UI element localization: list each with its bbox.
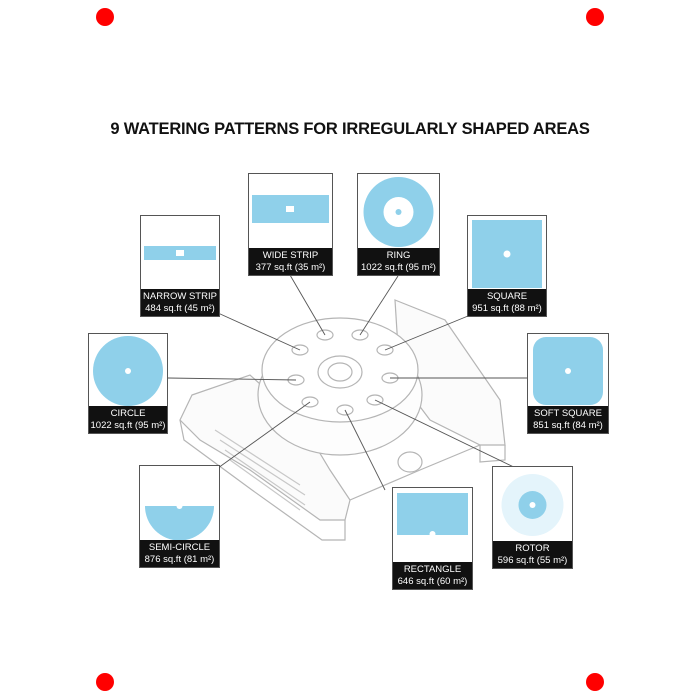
leader-rectangle [344,409,386,491]
leader-wide-strip [289,274,326,336]
pattern-name: SQUARE [486,291,528,302]
pattern-name: RECTANGLE [403,564,462,575]
leader-semi-circle [217,401,311,469]
leader-ring [359,275,399,336]
pattern-area: 1022 sq.ft (95 m²) [90,420,166,431]
corner-marker-bottom-right [586,673,604,691]
soft-square-pattern-icon [533,337,603,405]
pattern-card-circle: CIRCLE 1022 sq.ft (95 m²) [88,333,168,434]
wide-strip-pattern-icon [252,195,329,223]
leader-narrow-strip [217,312,301,351]
pattern-name: RING [386,250,411,261]
pattern-area: 484 sq.ft (45 m²) [145,303,215,314]
circle-pattern-icon [93,336,163,406]
pattern-name: SEMI-CIRCLE [148,542,211,553]
rotor-pattern-icon [501,474,564,536]
pattern-area: 851 sq.ft (84 m²) [533,420,603,431]
corner-marker-bottom-left [96,673,114,691]
leader-rotor [374,399,521,471]
pattern-caption: SOFT SQUARE 851 sq.ft (84 m²) [528,406,608,433]
pattern-caption: RECTANGLE 646 sq.ft (60 m²) [393,562,472,589]
pattern-caption: SEMI-CIRCLE 876 sq.ft (81 m²) [140,540,219,567]
pattern-area: 876 sq.ft (81 m²) [144,554,215,565]
leader-square [384,315,469,351]
pattern-caption: NARROW STRIP 484 sq.ft (45 m²) [141,289,219,316]
corner-marker-top-left [96,8,114,26]
pattern-name: WIDE STRIP [262,250,319,261]
square-pattern-icon [472,220,542,288]
pattern-card-square: SQUARE 951 sq.ft (88 m²) [467,215,547,317]
pattern-area: 646 sq.ft (60 m²) [397,576,468,587]
pattern-card-rotor: ROTOR 596 sq.ft (55 m²) [492,466,573,569]
semi-circle-pattern-icon [145,503,214,541]
pattern-card-wide-strip: WIDE STRIP 377 sq.ft (35 m²) [248,173,333,276]
pattern-card-ring: RING 1022 sq.ft (95 m²) [357,173,440,276]
leader-lines [167,274,528,491]
pattern-card-narrow-strip: NARROW STRIP 484 sq.ft (45 m²) [140,215,220,317]
sprinkler-body [179,299,506,541]
narrow-strip-pattern-icon [144,246,216,260]
pattern-name: ROTOR [515,543,550,554]
corner-marker-top-right [586,8,604,26]
ring-pattern-icon [363,177,434,247]
pattern-caption: WIDE STRIP 377 sq.ft (35 m²) [249,248,332,275]
leader-circle [167,377,297,381]
pattern-card-semi-circle: SEMI-CIRCLE 876 sq.ft (81 m²) [139,465,220,568]
pattern-card-rectangle: RECTANGLE 646 sq.ft (60 m²) [392,487,473,590]
pattern-caption: SQUARE 951 sq.ft (88 m²) [468,289,546,316]
pattern-name: CIRCLE [110,408,146,419]
pattern-area: 377 sq.ft (35 m²) [255,262,326,273]
pattern-caption: RING 1022 sq.ft (95 m²) [358,248,439,275]
page-title: 9 WATERING PATTERNS FOR IRREGULARLY SHAP… [110,120,590,138]
pattern-caption: CIRCLE 1022 sq.ft (95 m²) [89,406,167,433]
pattern-area: 596 sq.ft (55 m²) [497,555,568,566]
pattern-card-soft-square: SOFT SQUARE 851 sq.ft (84 m²) [527,333,609,434]
rectangle-pattern-icon [397,493,468,537]
pattern-caption: ROTOR 596 sq.ft (55 m²) [493,541,572,568]
pattern-name: NARROW STRIP [143,291,217,302]
pattern-name: SOFT SQUARE [534,408,602,419]
pattern-area: 951 sq.ft (88 m²) [472,303,542,314]
pattern-area: 1022 sq.ft (95 m²) [361,262,436,273]
